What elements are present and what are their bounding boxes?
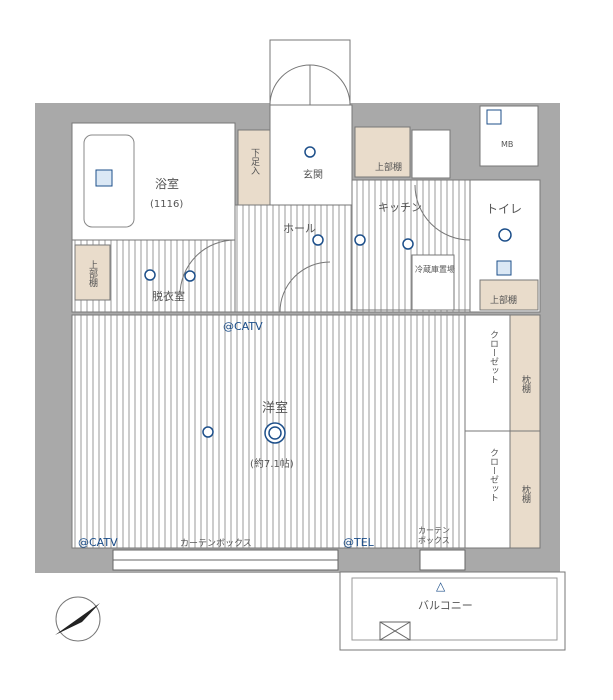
bath-drain-icon xyxy=(95,169,113,187)
window-small xyxy=(419,549,466,571)
label-bath-size: (1116) xyxy=(150,199,183,210)
label-shelf-2: 枕棚 xyxy=(520,484,531,504)
label-entrance: 玄関 xyxy=(303,168,323,181)
toilet-shelf xyxy=(479,279,539,311)
wash-shelf xyxy=(74,244,111,301)
label-shoe-box: 下足入 xyxy=(249,148,260,175)
label-closet-1: クローゼット xyxy=(488,330,499,384)
balcony xyxy=(339,571,566,651)
label-toilet: トイレ xyxy=(486,202,522,216)
toilet-bowl-icon xyxy=(496,260,512,276)
label-kitchen: キッチン xyxy=(378,201,422,214)
mb-icon xyxy=(486,109,502,125)
label-hall: ホール xyxy=(283,222,316,235)
warning-icon: △ xyxy=(436,579,446,593)
label-upper-shelf-kitchen: 上部棚 xyxy=(375,161,402,173)
label-washroom: 脱衣室 xyxy=(152,289,185,303)
outlet-label: @TEL xyxy=(343,536,375,549)
label-bath: 浴室 xyxy=(155,176,179,191)
outlet-label: @CATV xyxy=(223,320,263,333)
light-fixtures xyxy=(144,146,512,444)
outlet-label: @CATV xyxy=(78,536,118,549)
label-western-room-size: (約7.1帖) xyxy=(250,457,294,470)
label-balcony: バルコニー xyxy=(418,599,473,612)
door-swings xyxy=(179,64,471,313)
label-curtain-box-2b: ボックス xyxy=(418,536,450,545)
kitchen-sink xyxy=(411,129,451,179)
label-curtain-box-1: カーテンボックス xyxy=(180,538,252,549)
label-closet-2: クローゼット xyxy=(488,448,499,502)
label-shelf-1: 枕棚 xyxy=(520,374,531,394)
kitchen-shelf xyxy=(354,126,411,178)
fridge-space xyxy=(411,254,455,311)
label-upper-shelf-toilet: 上部棚 xyxy=(490,294,517,306)
label-upper-shelf-wash: 上部棚 xyxy=(87,260,98,288)
north-arrow-icon xyxy=(55,596,101,642)
label-mb: MB xyxy=(501,140,513,149)
label-western-room: 洋室 xyxy=(262,400,288,416)
label-curtain-box-2a: カーテン xyxy=(418,526,450,535)
label-fridge-space: 冷蔵庫置場 xyxy=(415,264,455,274)
